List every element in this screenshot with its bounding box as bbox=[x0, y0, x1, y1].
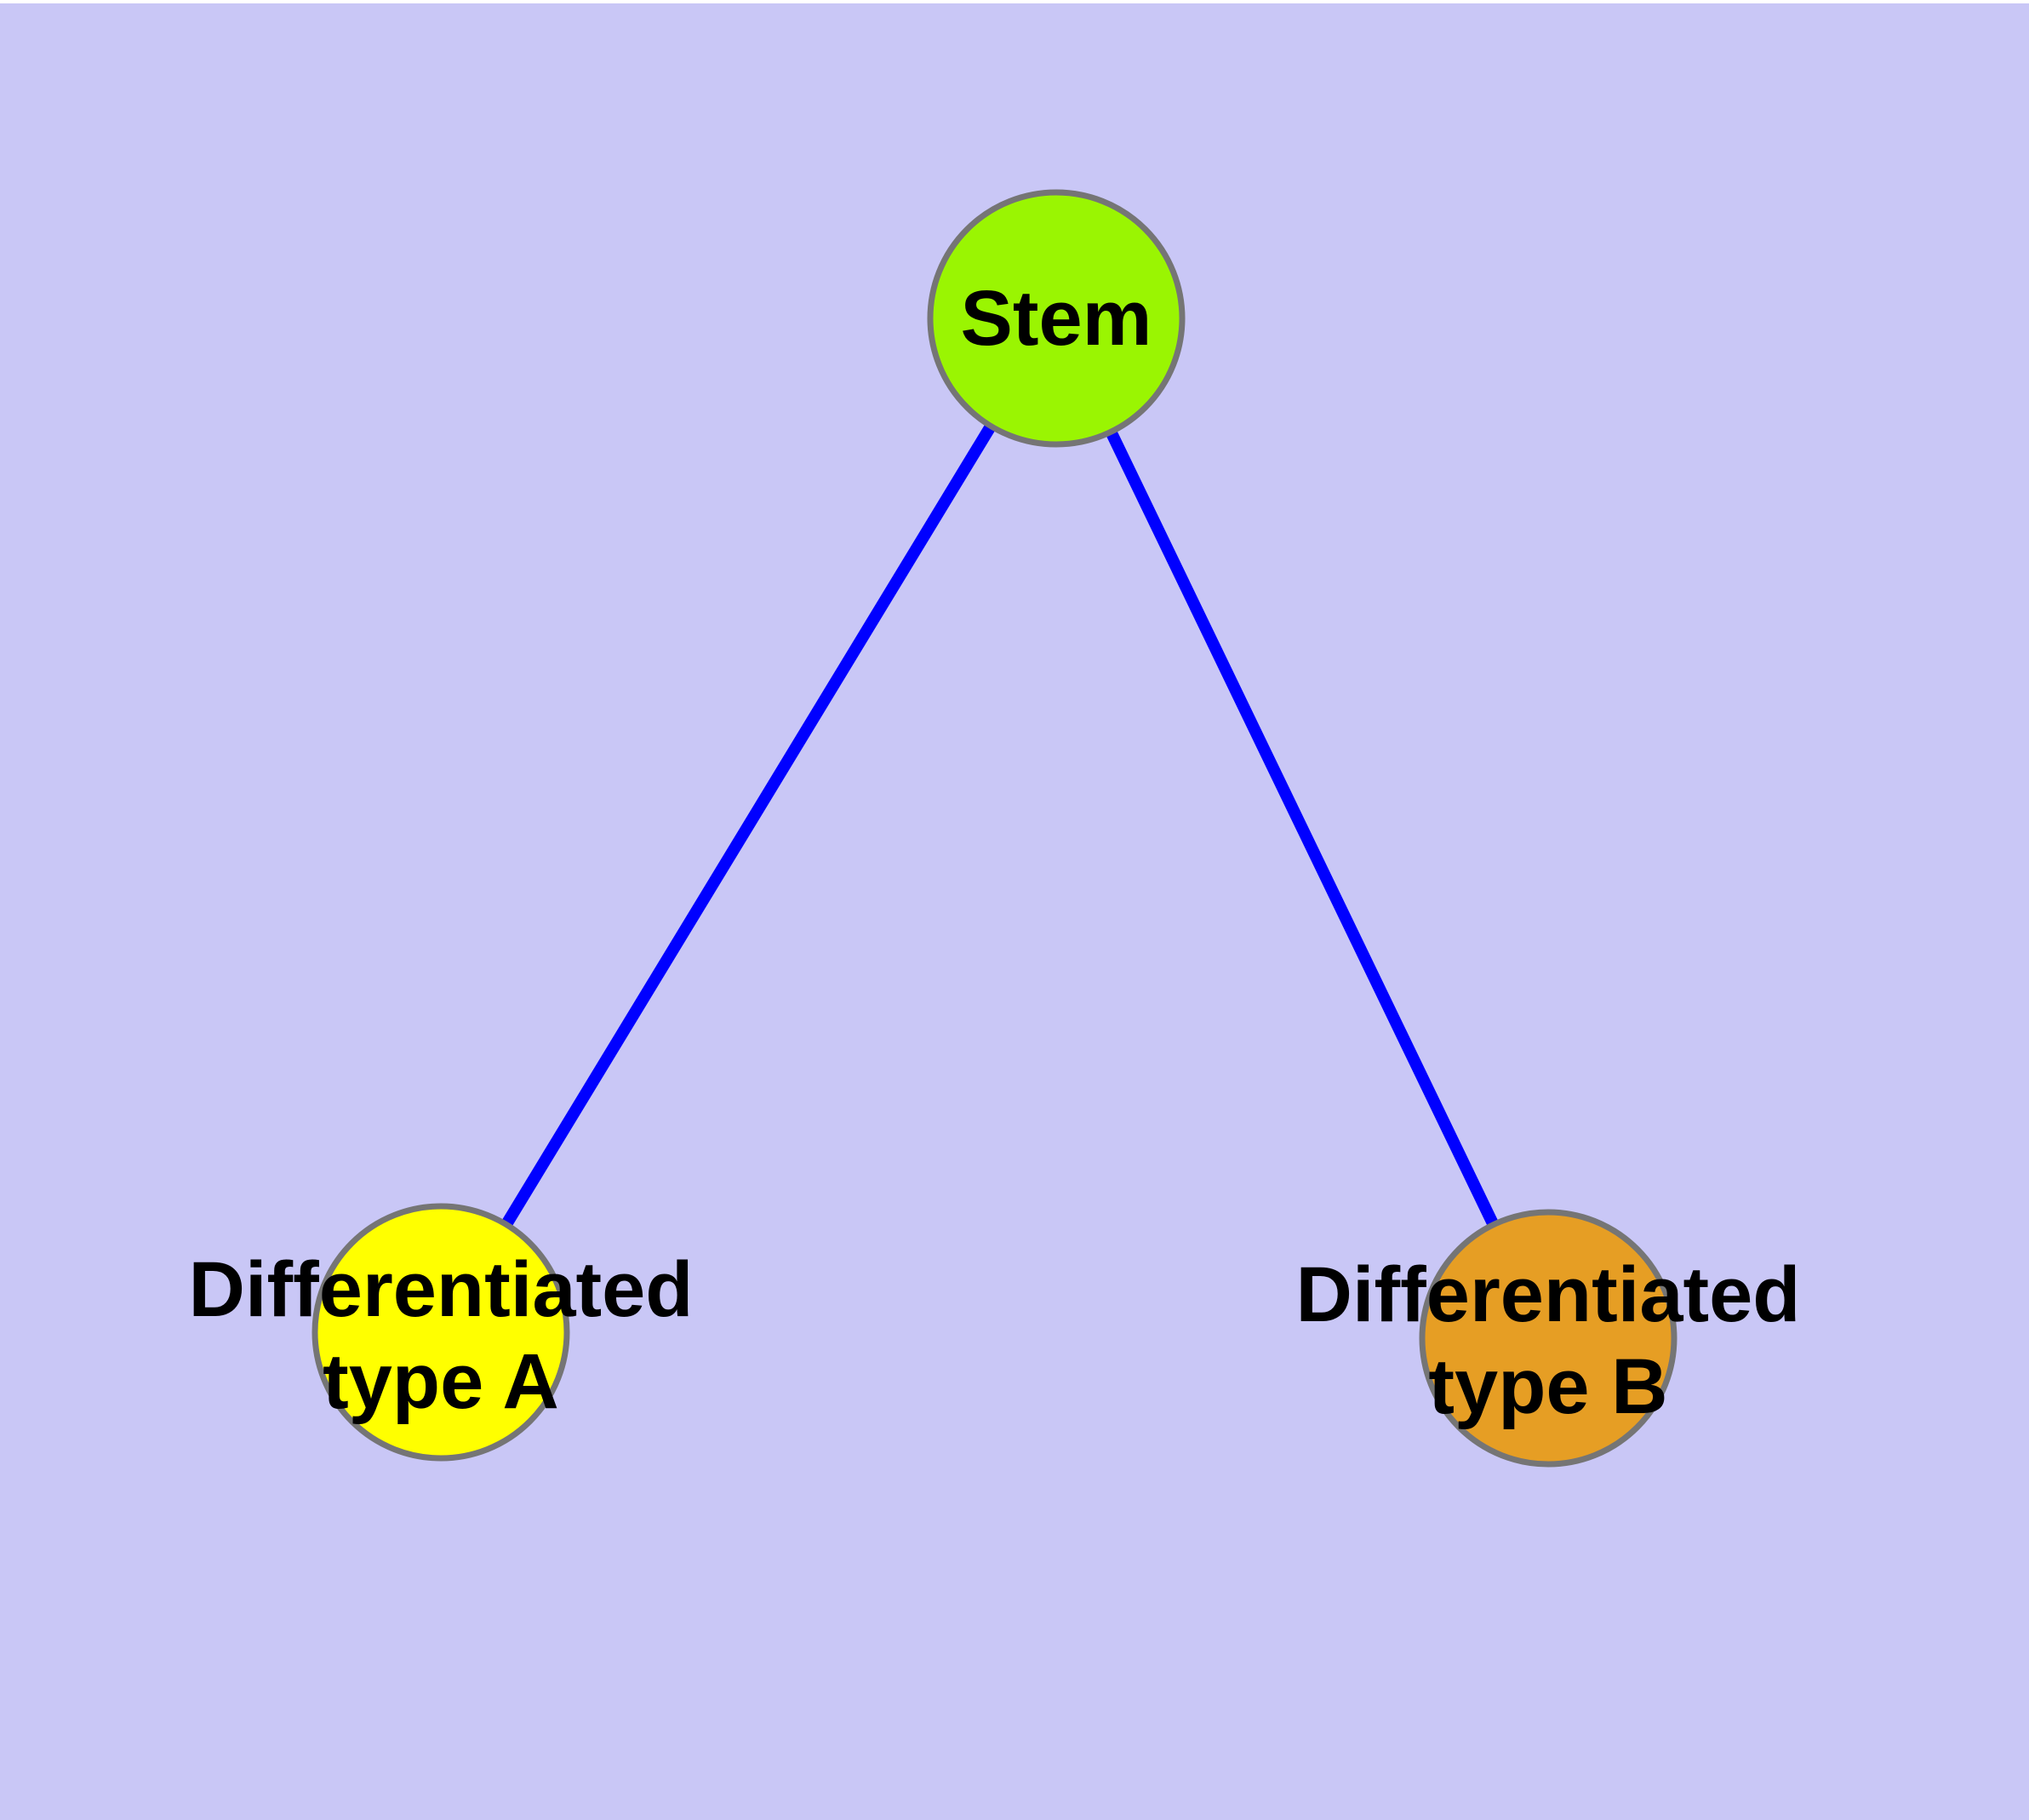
node-type-b-label-line2: type B bbox=[1428, 1343, 1667, 1430]
node-type-b-circle bbox=[1419, 1209, 1677, 1468]
node-type-a-label-line2: type A bbox=[323, 1338, 559, 1425]
edge-stem-to-type-b bbox=[1050, 312, 1554, 1344]
edge-stem-to-type-a bbox=[435, 312, 1062, 1338]
node-type-b-label-line1: Differentiated bbox=[1296, 1251, 1801, 1338]
node-type-a-label-line1: Differentiated bbox=[189, 1246, 694, 1333]
node-type-a-circle bbox=[311, 1203, 570, 1462]
node-stem-circle bbox=[927, 189, 1186, 448]
node-stem-label: Stem bbox=[961, 275, 1152, 362]
